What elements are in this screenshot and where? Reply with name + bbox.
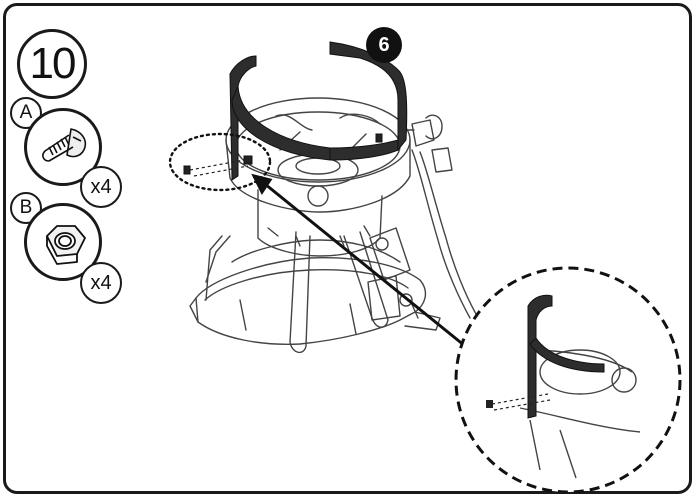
screw-icons-small [183,133,383,175]
zoom-detail-view [454,266,682,494]
part-a-label: A [10,97,42,129]
burner-base-frame [189,235,441,345]
hex-nut-icon [46,225,86,265]
part-a-quantity: x4 [80,166,122,208]
step-number: 10 [29,39,77,88]
step-number-badge: 10 [17,29,87,99]
screw-icon [42,128,87,162]
gas-hose-regulator [367,114,477,321]
part-b-quantity: x4 [80,262,122,304]
part-a-image [24,108,102,186]
callout-part-number: 6 [366,27,402,63]
screw-location-highlight [168,132,272,192]
detail-pointer-arrow [251,173,471,352]
